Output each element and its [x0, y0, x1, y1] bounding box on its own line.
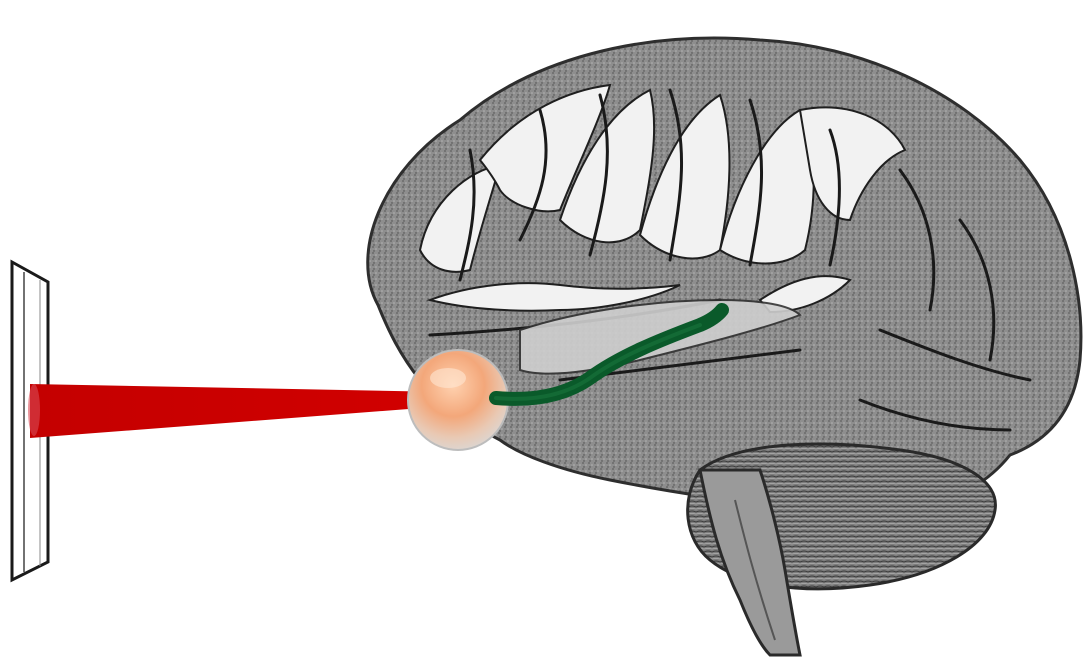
diagram-canvas: [0, 0, 1086, 660]
vision-pathway-diagram: [0, 0, 1086, 660]
